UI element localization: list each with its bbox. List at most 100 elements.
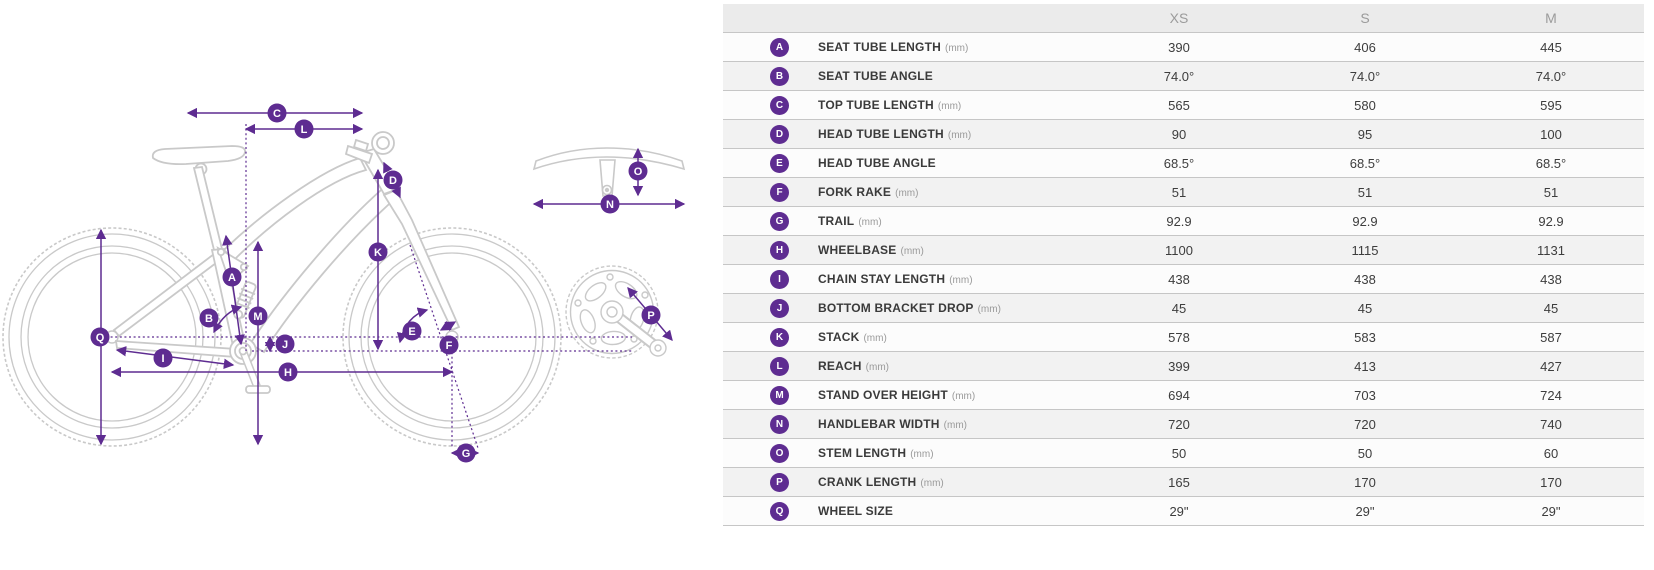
row-value-xs: 90 bbox=[1171, 126, 1187, 142]
row-value-m: 68.5° bbox=[1535, 155, 1567, 171]
row-value-xs: 694 bbox=[1168, 387, 1190, 403]
table-row: M STAND OVER HEIGHT(mm) 694 703 724 bbox=[723, 380, 1644, 409]
row-label-cell: TRAIL(mm) bbox=[818, 212, 1086, 230]
row-marker-badge: G bbox=[770, 211, 789, 231]
row-value-m: 445 bbox=[1540, 39, 1562, 55]
row-unit: (mm) bbox=[944, 43, 969, 54]
row-value-m: 60 bbox=[1543, 445, 1559, 461]
row-label: CRANK LENGTH bbox=[818, 475, 917, 489]
row-marker-badge: L bbox=[770, 356, 789, 376]
marker-D: D bbox=[383, 170, 403, 190]
row-value-m: 724 bbox=[1540, 387, 1562, 403]
row-value-xs: 390 bbox=[1168, 39, 1190, 55]
table-row: Q WHEEL SIZE 29" 29" 29" bbox=[723, 496, 1644, 525]
table-row: D HEAD TUBE LENGTH(mm) 90 95 100 bbox=[723, 119, 1644, 148]
stem bbox=[344, 144, 374, 165]
row-unit: (mm) bbox=[977, 304, 1001, 315]
row-label-cell: STEM LENGTH(mm) bbox=[818, 444, 1086, 462]
row-value-m: 170 bbox=[1540, 474, 1562, 490]
row-value-s: 95 bbox=[1357, 126, 1373, 142]
marker-P: P bbox=[641, 305, 661, 325]
row-marker-badge: K bbox=[770, 327, 789, 347]
marker-C: C bbox=[267, 103, 287, 123]
row-unit: (mm) bbox=[910, 449, 934, 460]
row-label-cell: SEAT TUBE ANGLE bbox=[818, 67, 1086, 85]
marker-B: B bbox=[199, 308, 219, 328]
row-value-xs: 438 bbox=[1168, 271, 1190, 287]
row-badge-cell: I bbox=[723, 269, 818, 289]
row-value-m: 740 bbox=[1540, 416, 1562, 432]
row-label-cell: STACK(mm) bbox=[818, 328, 1086, 346]
row-badge-cell: D bbox=[723, 124, 818, 144]
row-value-s: 580 bbox=[1354, 97, 1376, 113]
row-value-m: 595 bbox=[1540, 97, 1562, 113]
row-label: HEAD TUBE ANGLE bbox=[818, 156, 936, 170]
row-badge-cell: O bbox=[723, 443, 818, 463]
svg-text:N: N bbox=[606, 199, 614, 211]
row-label: SEAT TUBE LENGTH bbox=[818, 40, 941, 54]
row-value-xs: 565 bbox=[1168, 97, 1190, 113]
row-badge-cell: E bbox=[723, 153, 818, 173]
row-value-m: 587 bbox=[1540, 329, 1562, 345]
row-value-xs: 29" bbox=[1169, 503, 1189, 519]
row-badge-cell: H bbox=[723, 240, 818, 260]
row-marker-badge: B bbox=[770, 66, 789, 86]
row-marker-badge: F bbox=[770, 182, 789, 202]
row-unit: (mm) bbox=[943, 420, 967, 431]
row-badge-cell: P bbox=[723, 472, 818, 492]
row-value-s: 583 bbox=[1354, 329, 1376, 345]
marker-G: G bbox=[456, 443, 476, 463]
svg-text:B: B bbox=[205, 313, 213, 325]
row-value-s: 92.9 bbox=[1352, 213, 1378, 229]
row-value-xs: 45 bbox=[1171, 300, 1187, 316]
svg-text:D: D bbox=[389, 175, 397, 187]
svg-text:P: P bbox=[647, 310, 654, 322]
row-label-cell: FORK RAKE(mm) bbox=[818, 183, 1086, 201]
saddle bbox=[151, 145, 246, 166]
row-unit: (mm) bbox=[951, 391, 976, 402]
row-value-s: 74.0° bbox=[1349, 68, 1381, 84]
handlebar bbox=[532, 147, 686, 171]
row-badge-cell: J bbox=[723, 298, 818, 318]
row-unit: (mm) bbox=[865, 362, 889, 373]
row-marker-badge: J bbox=[770, 298, 789, 318]
handlebar-top-view bbox=[532, 147, 686, 197]
row-value-m: 45 bbox=[1543, 300, 1559, 316]
row-label: REACH bbox=[818, 359, 862, 373]
row-marker-badge: E bbox=[770, 153, 789, 173]
row-label-cell: SEAT TUBE LENGTH(mm) bbox=[818, 38, 1086, 56]
table-row: B SEAT TUBE ANGLE 74.0° 74.0° 74.0° bbox=[723, 61, 1644, 90]
row-marker-badge: H bbox=[770, 240, 789, 260]
row-value-xs: 578 bbox=[1168, 329, 1190, 345]
row-label: STEM LENGTH bbox=[818, 446, 907, 460]
row-value-m: 74.0° bbox=[1535, 68, 1567, 84]
row-badge-cell: C bbox=[723, 95, 818, 115]
size-column-header-m: M bbox=[1545, 10, 1557, 26]
row-value-xs: 165 bbox=[1168, 474, 1190, 490]
row-label: HANDLEBAR WIDTH bbox=[818, 417, 940, 431]
down-tube bbox=[248, 182, 400, 354]
svg-text:K: K bbox=[374, 247, 382, 259]
row-value-s: 29" bbox=[1355, 503, 1375, 519]
row-label-cell: WHEEL SIZE bbox=[818, 502, 1086, 520]
marker-K: K bbox=[368, 242, 388, 262]
row-label: HEAD TUBE LENGTH bbox=[818, 127, 944, 141]
row-value-m: 100 bbox=[1540, 126, 1562, 142]
svg-text:J: J bbox=[282, 339, 288, 351]
row-value-xs: 92.9 bbox=[1166, 213, 1192, 229]
row-value-m: 438 bbox=[1540, 271, 1562, 287]
row-label: WHEELBASE bbox=[818, 243, 897, 257]
row-unit: (mm) bbox=[895, 188, 919, 199]
row-value-xs: 399 bbox=[1168, 358, 1190, 374]
row-label: TRAIL bbox=[818, 214, 855, 228]
row-label-cell: STAND OVER HEIGHT(mm) bbox=[818, 386, 1086, 404]
marker-E: E bbox=[402, 321, 422, 341]
row-label-cell: WHEELBASE(mm) bbox=[818, 241, 1086, 259]
svg-text:G: G bbox=[462, 448, 471, 460]
table-row: A SEAT TUBE LENGTH(mm) 390 406 445 bbox=[723, 32, 1644, 61]
row-unit: (mm) bbox=[949, 275, 973, 286]
row-value-s: 170 bbox=[1354, 474, 1376, 490]
marker-L: L bbox=[294, 119, 314, 139]
